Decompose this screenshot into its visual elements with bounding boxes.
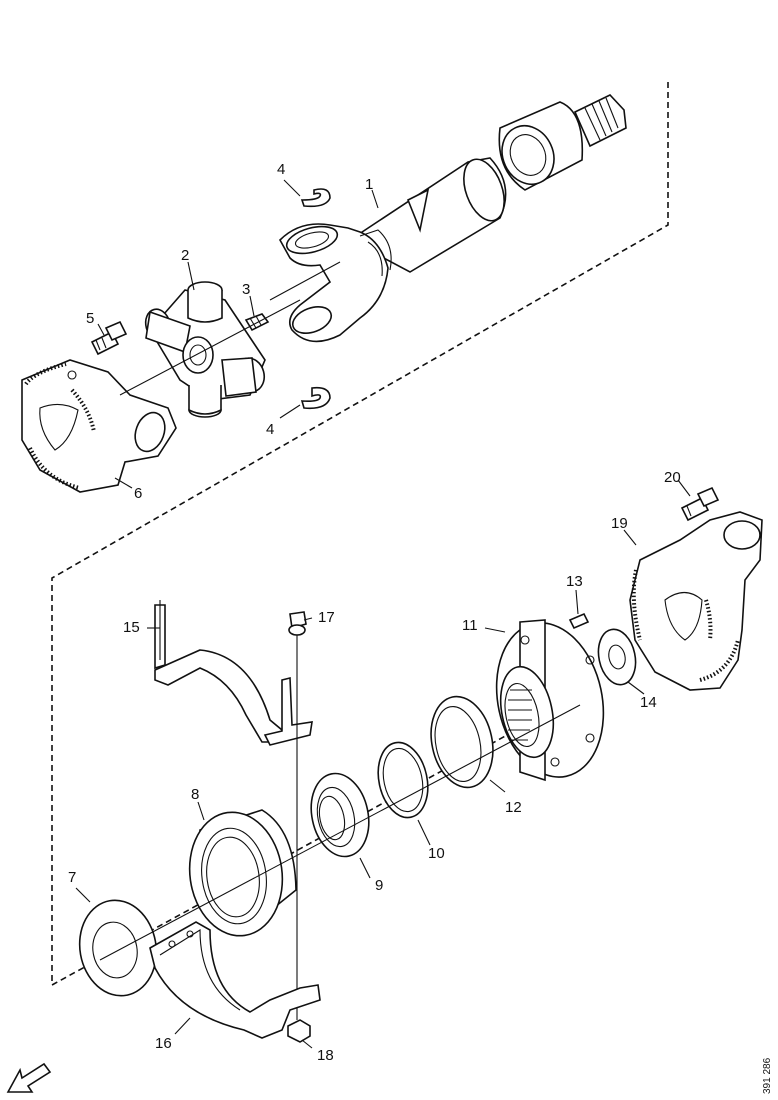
callout-4-upper: 4 bbox=[277, 161, 285, 178]
hex-nut bbox=[287, 1019, 311, 1043]
dust-ring bbox=[430, 695, 494, 789]
callout-16: 16 bbox=[155, 1035, 172, 1052]
support-bracket-lower bbox=[149, 921, 321, 1039]
callout-14: 14 bbox=[640, 694, 657, 711]
circlip-lower bbox=[300, 386, 331, 410]
seal-disc bbox=[78, 899, 158, 997]
callout-4-lower: 4 bbox=[266, 421, 274, 438]
universal-joint-spider bbox=[144, 281, 266, 418]
callout-13: 13 bbox=[566, 573, 583, 590]
callout-1: 1 bbox=[365, 176, 373, 193]
callout-17: 17 bbox=[318, 609, 335, 626]
callout-20: 20 bbox=[664, 469, 681, 486]
callout-6: 6 bbox=[134, 485, 142, 502]
flange-yoke-lower bbox=[629, 511, 763, 691]
callout-2: 2 bbox=[181, 247, 189, 264]
callout-labels: 1 2 3 4 4 5 6 7 8 9 10 11 12 13 14 15 16… bbox=[68, 161, 681, 1064]
ball-bearing bbox=[310, 772, 370, 858]
callout-19: 19 bbox=[611, 515, 628, 532]
callout-18: 18 bbox=[317, 1047, 334, 1064]
direction-arrow-icon bbox=[6, 1062, 52, 1093]
rubber-cushion bbox=[188, 809, 297, 937]
companion-flange bbox=[495, 619, 605, 782]
propeller-shaft bbox=[279, 94, 627, 343]
bracket-bolt bbox=[288, 611, 307, 1020]
callout-7: 7 bbox=[68, 869, 76, 886]
flange-bolt-upper bbox=[90, 320, 128, 356]
axis-line-upper bbox=[119, 261, 341, 396]
flange-yoke-upper bbox=[21, 359, 177, 493]
flange-bolt-lower bbox=[680, 486, 720, 522]
lock-washer bbox=[597, 628, 637, 686]
callout-5: 5 bbox=[86, 310, 94, 327]
callout-11: 11 bbox=[462, 617, 478, 634]
callout-10: 10 bbox=[428, 845, 445, 862]
axis-line-lower bbox=[99, 704, 581, 961]
callout-3: 3 bbox=[242, 281, 250, 298]
callout-15: 15 bbox=[123, 619, 140, 636]
leader-lines bbox=[75, 179, 691, 1049]
figure-reference-number: 391 286 bbox=[762, 1057, 773, 1094]
snap-ring bbox=[377, 741, 429, 819]
circlip-upper bbox=[300, 188, 331, 208]
support-bracket-upper bbox=[154, 600, 313, 746]
grease-nipple bbox=[244, 313, 270, 332]
callout-8: 8 bbox=[191, 786, 199, 803]
callout-12: 12 bbox=[505, 799, 522, 816]
dowel-pin bbox=[568, 612, 590, 630]
callout-9: 9 bbox=[375, 877, 383, 894]
